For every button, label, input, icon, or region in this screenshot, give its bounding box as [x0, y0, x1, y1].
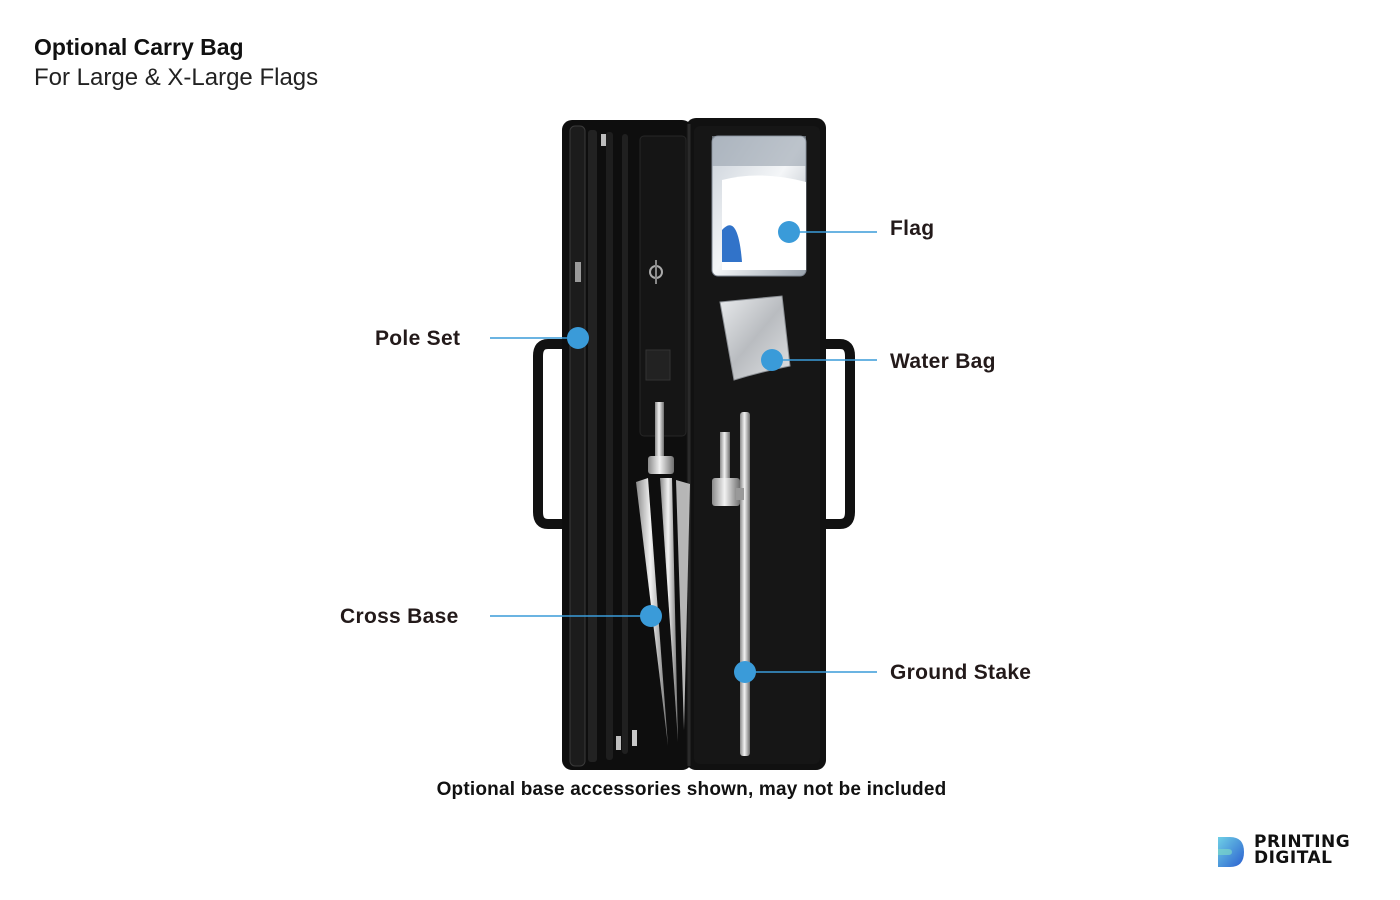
bag-handle-right: [822, 339, 855, 529]
callout-pole-set: Pole Set: [375, 327, 461, 350]
logo-line-1: PRINTING: [1254, 832, 1351, 852]
pole-set: [569, 125, 637, 767]
caption: Optional base accessories shown, may not…: [436, 779, 947, 800]
water-bag-marker: [761, 349, 783, 371]
ground-stake-marker: [734, 661, 756, 683]
strap: [639, 135, 687, 437]
callout-ground-stake: Ground Stake: [890, 661, 1032, 684]
pole-set-marker: [567, 327, 589, 349]
cross-base-marker: [640, 605, 662, 627]
page-title: Optional Carry Bag: [34, 34, 244, 60]
bag-handle-left: [533, 339, 566, 529]
callout-water-bag: Water Bag: [890, 350, 996, 373]
flag-package: [711, 135, 807, 277]
logo-mark-icon: [1218, 837, 1244, 867]
brand-logo: PRINTING DIGITAL: [1216, 834, 1366, 870]
logo-line-2: DIGITAL: [1254, 848, 1333, 868]
callout-cross-base: Cross Base: [340, 605, 459, 628]
callout-flag: Flag: [890, 217, 935, 240]
flag-marker: [778, 221, 800, 243]
page-subtitle: For Large & X-Large Flags: [34, 64, 319, 91]
